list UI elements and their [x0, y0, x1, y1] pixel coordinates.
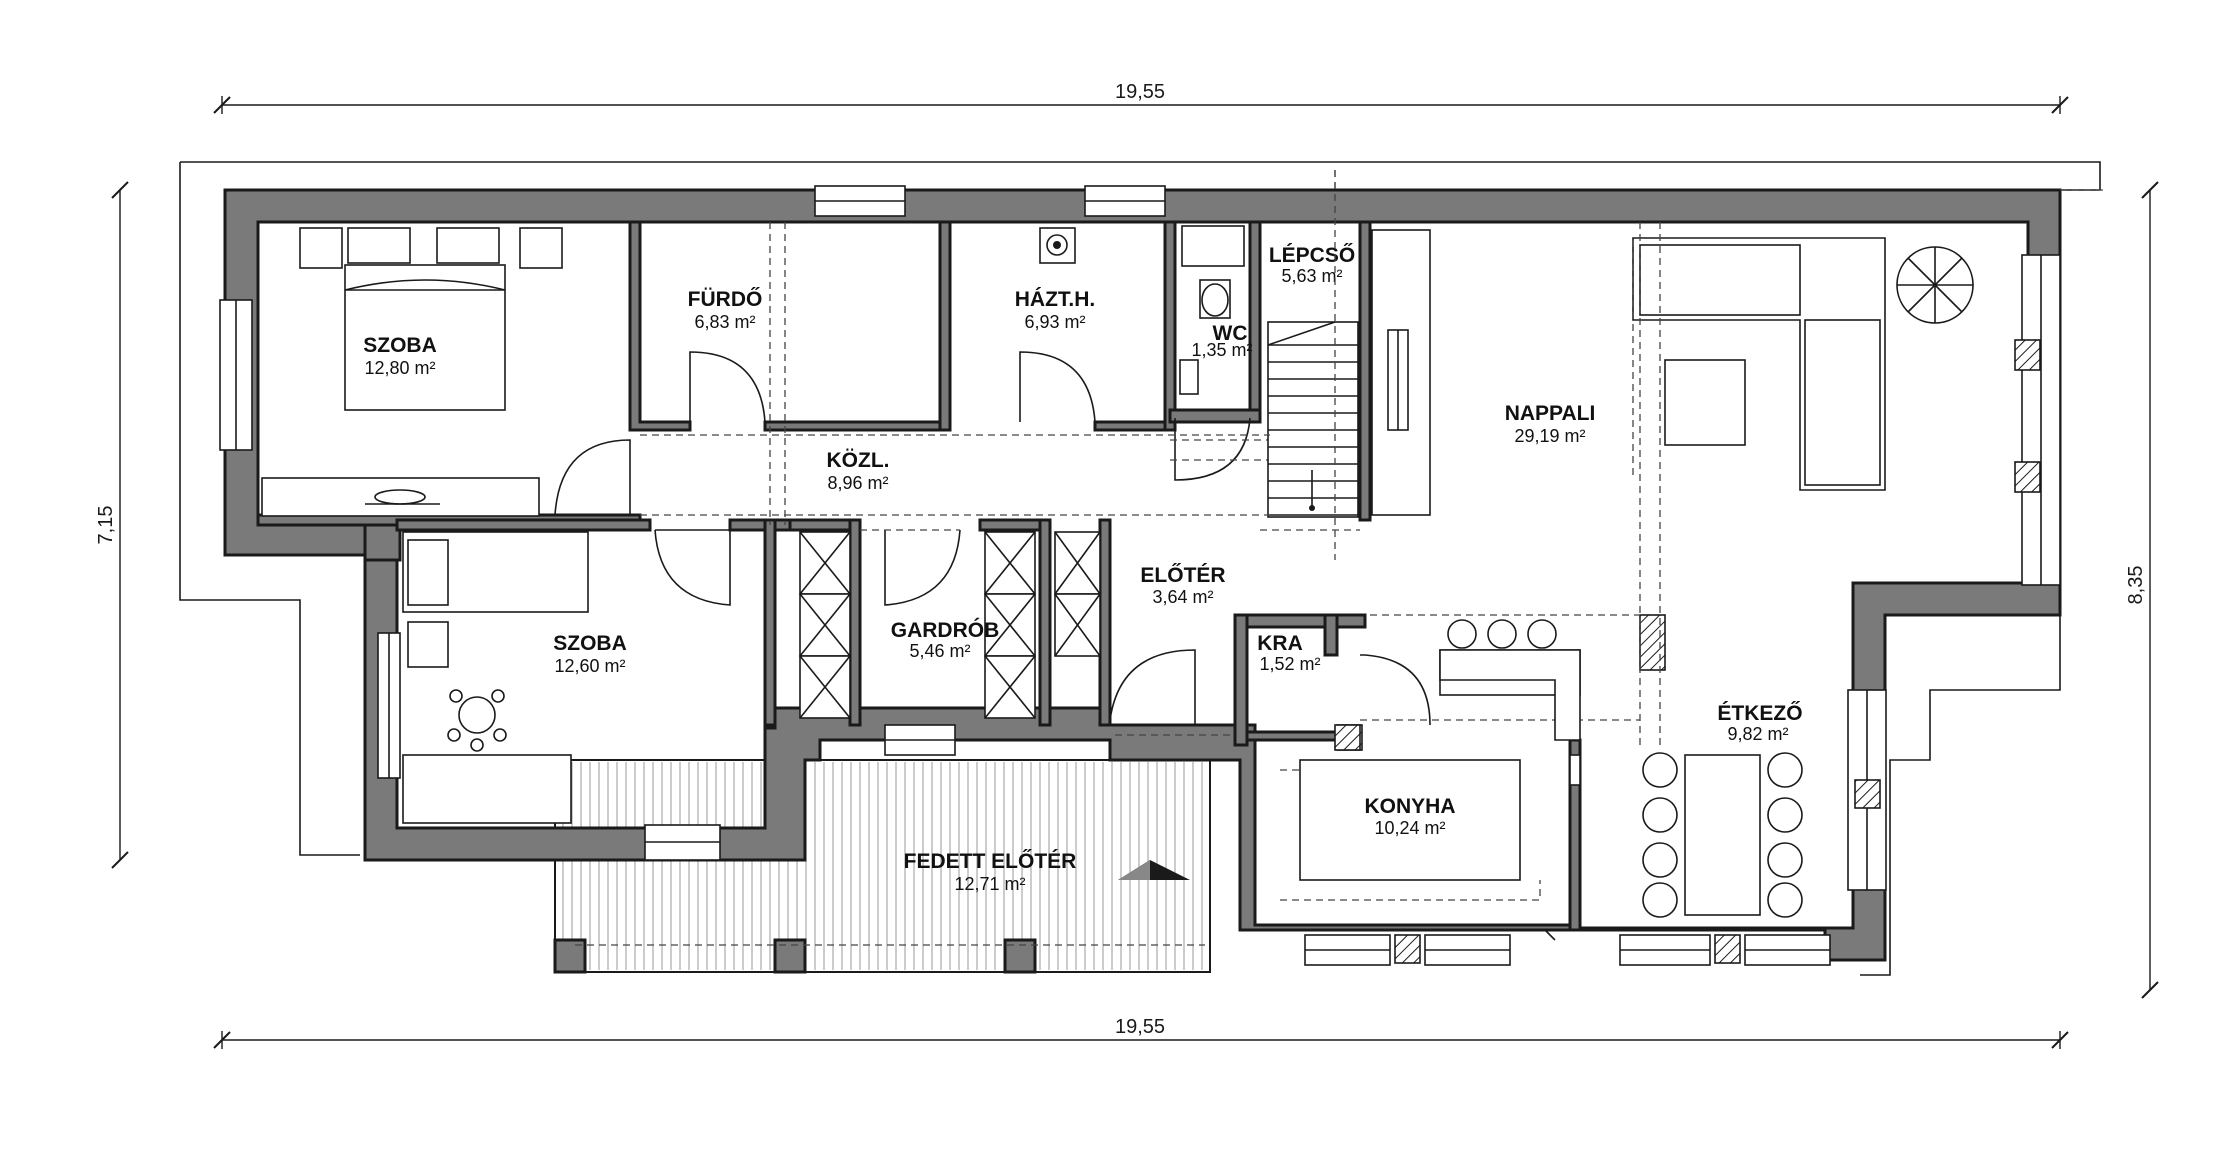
wc: WC 1,35 m² [1170, 225, 1270, 481]
utility-room: HÁZT.H. 6,93 m² [1015, 227, 1096, 423]
pantry: KRA 1,52 m² [1257, 632, 1431, 751]
dining-room-name: ÉTKEZŐ [1717, 702, 1802, 725]
pantry-name: KRA [1257, 632, 1303, 655]
dining-room-area: 9,82 m² [1727, 724, 1788, 744]
windows [219, 185, 2061, 966]
living-room-name: NAPPALI [1505, 402, 1596, 425]
dimension-top-label: 19,55 [1115, 81, 1165, 103]
dimension-bottom-label: 19,55 [1115, 1016, 1165, 1038]
wc-area: 1,35 m² [1191, 340, 1252, 360]
dimension-top: 19,55 [213, 81, 2069, 114]
bedroom-1-area: 12,80 m² [364, 358, 435, 378]
bedroom-1: SZOBA 12,80 m² [261, 227, 631, 517]
staircase-name: LÉPCSŐ [1269, 244, 1355, 267]
bathroom-name: FÜRDŐ [688, 288, 763, 311]
living-room: NAPPALI 29,19 m² [1505, 222, 1974, 745]
entrance-hall: ELŐTÉR 3,64 m² [1109, 564, 1235, 736]
staircase-area: 5,63 m² [1281, 266, 1342, 286]
living-room-area: 29,19 m² [1514, 426, 1585, 446]
dimension-right-label: 8,35 [2125, 566, 2147, 605]
wardrobe-room-name: GARDRÓB [891, 618, 1000, 642]
dimension-left: 7,15 [95, 181, 129, 869]
dining-room: ÉTKEZŐ 9,82 m² [1642, 702, 1803, 918]
dimension-right: 8,35 [2125, 181, 2159, 999]
office-chair-icon [447, 689, 507, 752]
utility-room-area: 6,93 m² [1024, 312, 1085, 332]
bathroom: FÜRDŐ 6,83 m² [688, 222, 786, 525]
corridor-area: 8,96 m² [827, 473, 888, 493]
interior-walls [256, 220, 1582, 932]
pantry-area: 1,52 m² [1259, 654, 1320, 674]
kitchen-area: 10,24 m² [1374, 818, 1445, 838]
staircase: LÉPCSŐ 5,63 m² [1267, 170, 1359, 560]
dimension-left-label: 7,15 [95, 506, 117, 545]
kitchen-name: KONYHA [1364, 795, 1455, 818]
wc-name: WC [1213, 322, 1248, 345]
corridor-name: KÖZL. [827, 449, 890, 472]
entrance-hall-area: 3,64 m² [1152, 587, 1213, 607]
bedroom-1-name: SZOBA [363, 334, 437, 357]
entrance-hall-name: ELŐTÉR [1140, 564, 1225, 587]
corridor: KÖZL. 8,96 m² [640, 434, 1360, 531]
wardrobe-room-area: 5,46 m² [909, 641, 970, 661]
covered-terrace-area: 12,71 m² [954, 874, 1025, 894]
bedroom-2: SZOBA 12,60 m² [402, 529, 731, 824]
covered-terrace [553, 759, 1211, 974]
bedroom-2-name: SZOBA [553, 632, 627, 655]
plant-icon [1896, 246, 1974, 324]
kitchen: KONYHA 10,24 m² [1280, 614, 1640, 941]
covered-terrace-name: FEDETT ELŐTÉR [904, 850, 1077, 873]
eaves-outline [180, 161, 2101, 976]
dimension-bottom: 19,55 [213, 1016, 2069, 1049]
eaves-outline-left [179, 162, 360, 856]
bathroom-area: 6,83 m² [694, 312, 755, 332]
utility-room-name: HÁZT.H. [1015, 288, 1096, 311]
bedroom-2-area: 12,60 m² [554, 656, 625, 676]
wardrobe-room: GARDRÓB 5,46 m² [799, 529, 1101, 719]
living-partition [1371, 229, 1431, 516]
